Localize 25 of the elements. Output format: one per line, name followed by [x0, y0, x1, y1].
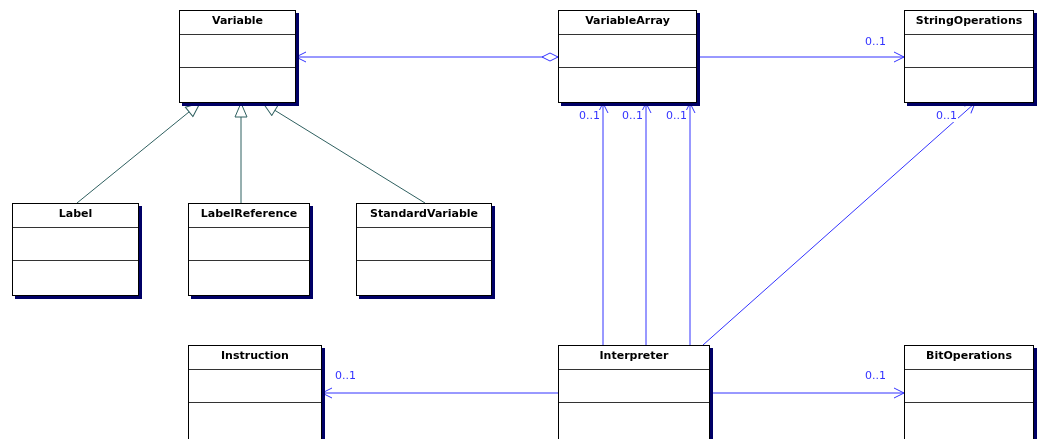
multiplicity-label: 0..1: [334, 370, 357, 382]
class-box: [904, 345, 1034, 439]
multiplicity-label: 0..1: [665, 110, 688, 122]
class-name: Interpreter: [599, 349, 669, 362]
class-name: Label: [58, 207, 93, 220]
class-box: [356, 203, 492, 296]
class-box: [12, 203, 139, 296]
multiplicity-label: 0..1: [578, 110, 601, 122]
class-box: [904, 10, 1034, 103]
multiplicity-label: 0..1: [935, 110, 958, 122]
multiplicity-label: 0..1: [864, 370, 887, 382]
class-name: LabelReference: [200, 207, 298, 220]
multiplicity-label: 0..1: [864, 36, 887, 48]
class-name: StandardVariable: [369, 207, 479, 220]
multiplicity-label: 0..1: [621, 110, 644, 122]
class-box: [188, 203, 310, 296]
class-name: BitOperations: [926, 349, 1012, 362]
class-box: [558, 10, 697, 103]
class-name: StringOperations: [915, 14, 1023, 27]
class-name: Variable: [211, 14, 264, 27]
class-name: VariableArray: [585, 14, 670, 27]
class-box: [188, 345, 322, 439]
class-box: [558, 345, 710, 439]
class-name: Instruction: [221, 349, 289, 362]
class-box: [179, 10, 296, 103]
